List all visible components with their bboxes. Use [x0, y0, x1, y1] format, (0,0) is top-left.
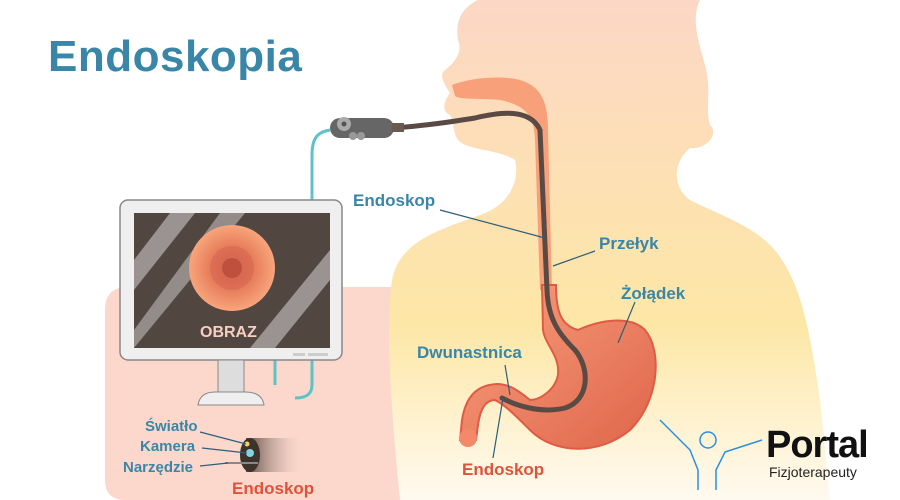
endoscope-tip-detail	[225, 438, 301, 472]
label-endoskop-caption: Endoskop	[232, 479, 315, 498]
label-narzedzie: Narzędzie	[123, 459, 194, 476]
label-endoskop-upper: Endoskop	[353, 191, 436, 210]
stomach	[458, 284, 657, 450]
label-przelyk: Przełyk	[599, 234, 659, 253]
logo-subtitle: Fizjoterapeuty	[769, 464, 857, 480]
monitor	[119, 199, 343, 406]
human-silhouette	[389, 0, 830, 500]
label-swiatlo: Światło	[145, 418, 198, 435]
label-endoskop-lower: Endoskop	[462, 460, 545, 479]
duodenum-end	[459, 429, 477, 447]
label-zoladek: Żołądek	[621, 284, 686, 303]
monitor-screen-label: OBRAZ	[200, 324, 257, 341]
cable	[310, 128, 331, 200]
logo-name: Portal	[766, 424, 869, 466]
endoscope-handle	[330, 117, 404, 140]
leader-lines	[199, 209, 636, 467]
nasal-cavity	[452, 77, 552, 291]
label-dwunastnica: Dwunastnica	[417, 343, 522, 362]
page-title: Endoskopia	[48, 32, 303, 81]
endoscope-tube	[392, 110, 588, 413]
label-kamera: Kamera	[140, 438, 196, 455]
logo-figure-icon	[659, 419, 763, 490]
